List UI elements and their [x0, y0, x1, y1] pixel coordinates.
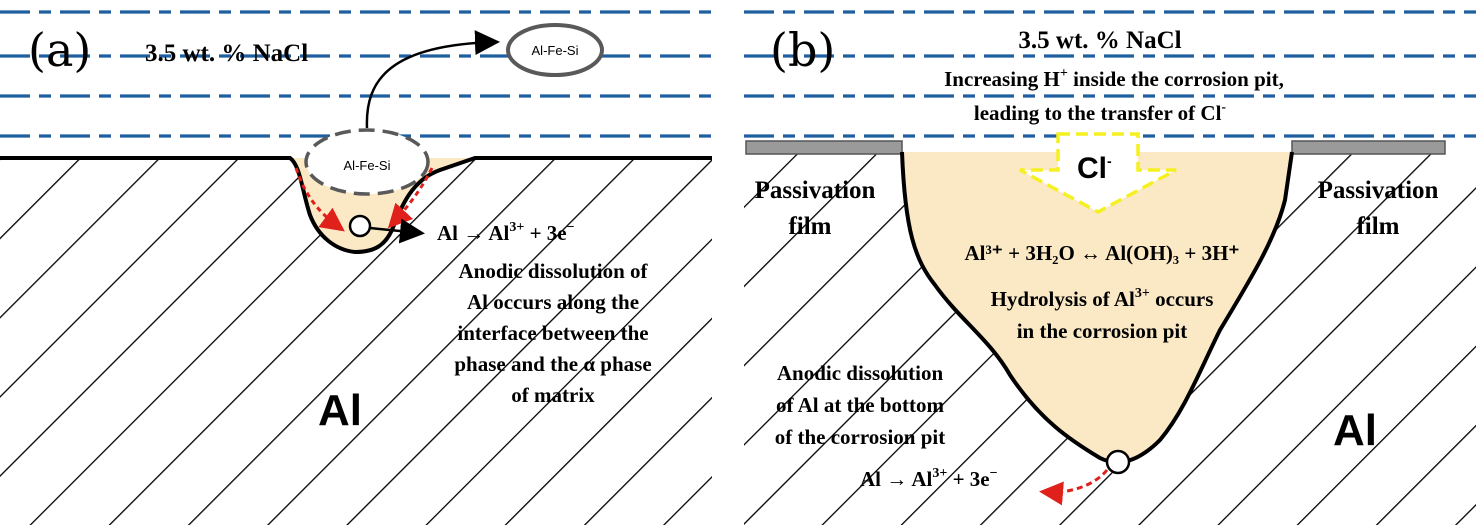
film-label-left-1: Passivation [755, 177, 876, 204]
chloride-arrow [1019, 132, 1177, 214]
passivation-film-right [1291, 140, 1446, 155]
substrate-b [744, 152, 1476, 525]
panel-a: Al-Fe-Si Al-Fe-Si (a) 3.5 wt. % NaCl Al … [0, 10, 712, 525]
red-arrow-right [387, 167, 434, 229]
bottom-note-line-2: of Al at the bottom [776, 393, 944, 417]
panel-b: Cl- (b) 3.5 wt. % NaCl Increasing H+ ins… [744, 10, 1476, 525]
hydrolysis-note-1: Hydrolysis of Al3+ occurs [991, 286, 1214, 311]
phase-particle-released [506, 23, 604, 77]
note-a-line-1: Anodic dissolution of [458, 259, 648, 283]
red-arrow-b [1039, 469, 1109, 506]
metal-label-a: Al [318, 386, 362, 435]
note-a-line-2: Al occurs along the [467, 290, 639, 314]
solution-label-a: 3.5 wt. % NaCl [145, 40, 308, 67]
phase-particle-in-pit [304, 128, 430, 196]
hydrolysis-equation: Al³⁺ + 3H₂O ↔ Al(OH)₃ + 3H⁺ [965, 241, 1240, 265]
header-line-2: leading to the transfer of Cl- [974, 100, 1227, 125]
panel-label-b: (b) [770, 23, 835, 77]
dissolution-site-b [1105, 449, 1131, 475]
note-a-line-5: of matrix [511, 383, 595, 407]
note-a-line-3: interface between the [457, 321, 648, 345]
bottom-note-line-1: Anodic dissolution [777, 361, 944, 385]
note-a-line-4: phase and the α phase [454, 352, 651, 376]
reaction-arrow-a [369, 218, 425, 244]
phase-label-in-pit: Al-Fe-Si [344, 158, 391, 173]
surface-outline-a [0, 156, 712, 255]
hydrolysis-note-2: in the corrosion pit [1017, 319, 1188, 343]
panel-label-a: (a) [28, 23, 91, 77]
note-a: Anodic dissolution of Al occurs along th… [454, 259, 651, 407]
pit-b [902, 152, 1292, 463]
reaction-a: Al → Al3+ + 3e− [437, 220, 575, 245]
solution-label-b: 3.5 wt. % NaCl [1018, 27, 1181, 54]
solution-dashes-a [0, 10, 712, 138]
film-label-right-2: film [1356, 213, 1399, 240]
bottom-note-b: Anodic dissolution of Al at the bottom o… [775, 361, 946, 449]
reaction-b: Al → Al3+ + 3e− [860, 466, 998, 491]
phase-label-released: Al-Fe-Si [532, 43, 579, 58]
film-label-right-1: Passivation [1318, 177, 1439, 204]
red-arrow-left [294, 167, 345, 232]
passivation-film-left [745, 140, 903, 155]
bottom-note-line-3: of the corrosion pit [775, 425, 946, 449]
dissolution-site-a [348, 214, 372, 238]
pit-outline-b [900, 151, 1294, 465]
release-arrow [365, 30, 500, 129]
substrate-a [0, 158, 712, 525]
film-label-left-2: film [788, 213, 831, 240]
chloride-label: Cl- [1077, 152, 1112, 185]
metal-label-b: Al [1333, 406, 1377, 455]
header-line-1: Increasing H+ inside the corrosion pit, [944, 66, 1284, 91]
